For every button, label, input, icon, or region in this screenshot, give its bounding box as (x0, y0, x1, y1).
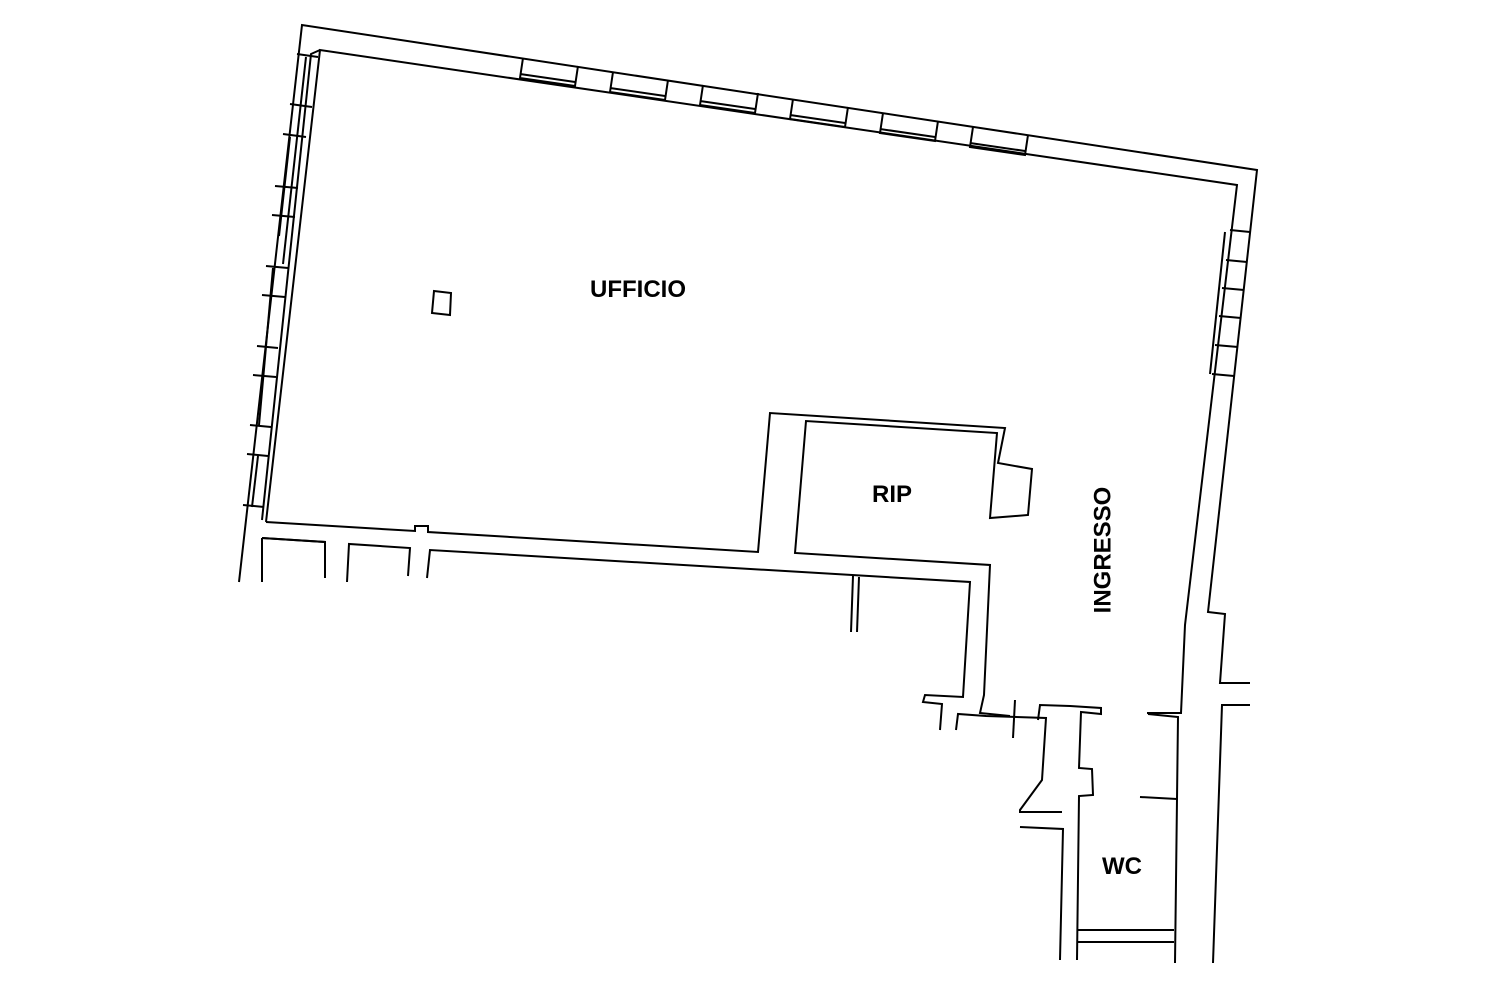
column (430, 289, 453, 317)
lower-wall-long (261, 537, 326, 578)
outer-wall-lower (1212, 704, 1250, 964)
left-windows (242, 53, 319, 508)
outer-wall (238, 23, 1259, 684)
right-windows (1209, 229, 1251, 377)
left-wall-inner (261, 49, 321, 521)
room-label-ingresso: INGRESSO (1089, 486, 1117, 614)
ufficio-inner-wall (265, 48, 1239, 714)
room-label-ufficio: UFFICIO (590, 276, 686, 303)
top-windows (518, 57, 1029, 157)
room-label-wc: WC (1102, 853, 1142, 880)
room-label-rip: RIP (872, 481, 913, 508)
ufficio-bottom-wall (265, 411, 1034, 717)
